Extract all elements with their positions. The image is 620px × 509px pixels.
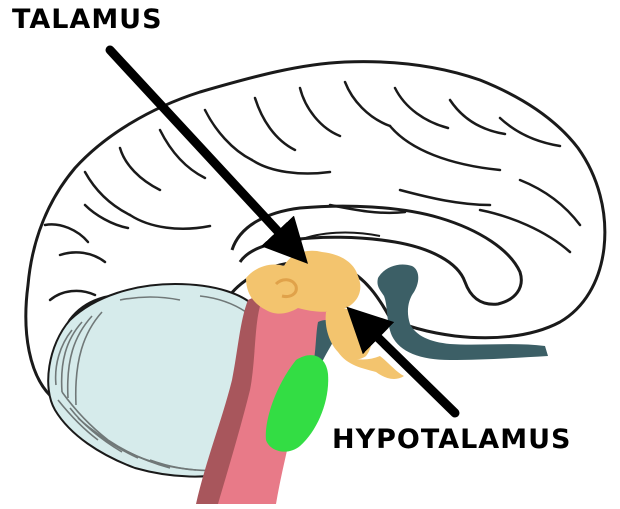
hypothalamus: [326, 309, 372, 360]
hypothalamus-label: HYPOTALAMUS: [332, 424, 571, 455]
thalamus-label: TALAMUS: [12, 4, 163, 35]
